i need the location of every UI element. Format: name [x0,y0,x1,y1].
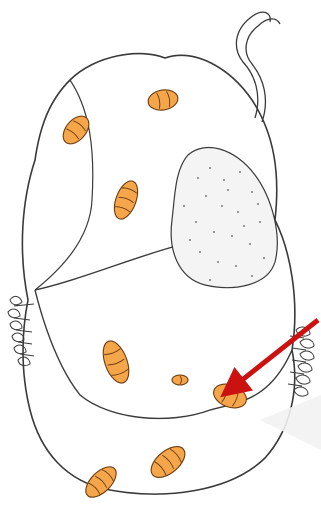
mitochondrion-7 [172,375,188,385]
